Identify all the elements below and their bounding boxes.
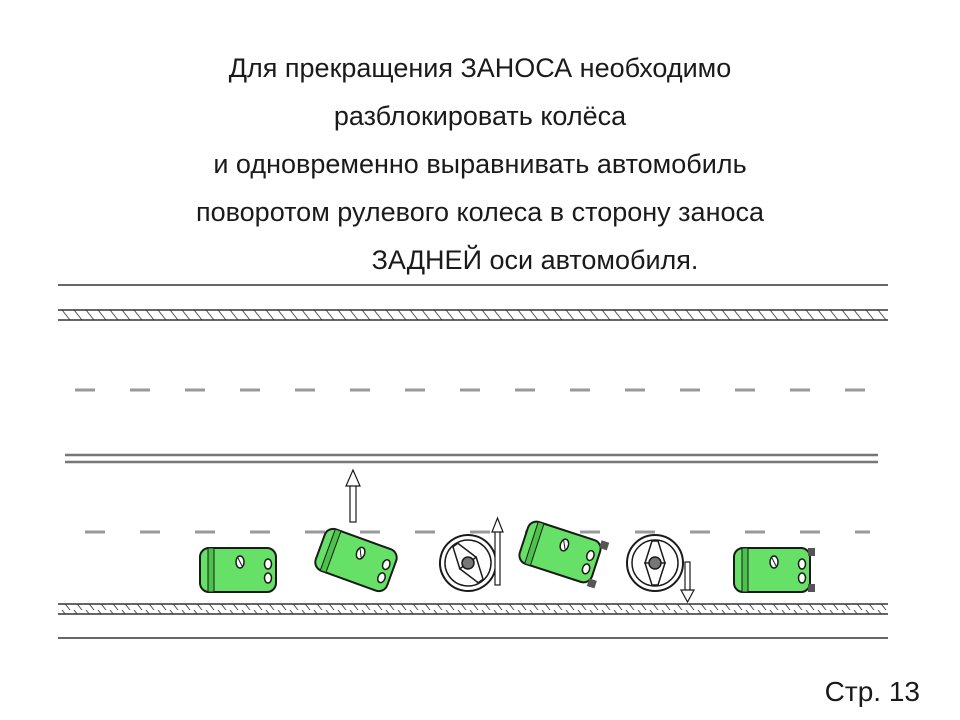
title-line-3: и одновременно выравнивать автомобиль: [213, 149, 747, 179]
car-3: [516, 518, 610, 589]
title-line-4: поворотом рулевого колеса в сторону зано…: [195, 197, 765, 227]
top-curb: [58, 309, 888, 321]
car-4: [733, 547, 815, 593]
title-line-1: Для прекращения ЗАНОСА необходимо: [228, 53, 732, 83]
car-2: [311, 525, 401, 595]
center-double-line: [65, 453, 878, 464]
title-line-5: ЗАДНЕЙ оси автомобиля.: [371, 245, 699, 275]
bottom-curb: [58, 603, 888, 615]
car-1: [199, 547, 277, 593]
page-number: Стр. 13: [824, 676, 920, 707]
turn-arrow-up-icon: [491, 516, 504, 586]
slide-title: Для прекращения ЗАНОСА необходимо разбло…: [0, 44, 960, 284]
direction-arrow-icon: [345, 468, 361, 523]
turn-arrow-down-icon: [679, 561, 696, 604]
steering-wheel-icon-2: [626, 534, 684, 592]
title-line-2: разблокировать колёса: [333, 101, 627, 131]
